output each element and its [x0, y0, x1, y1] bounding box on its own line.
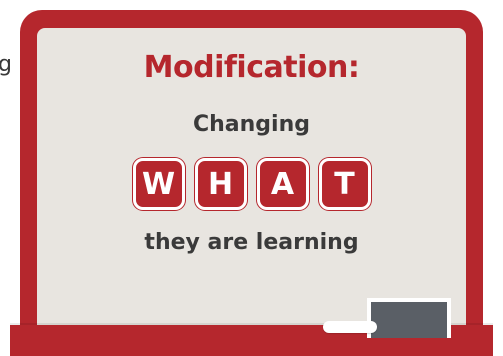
board-line-changing: Changing — [192, 112, 310, 137]
chalkboard-surface — [37, 28, 466, 330]
letter-tile-h: H — [194, 158, 247, 210]
letter-tile-w: W — [132, 158, 185, 210]
eraser-icon — [367, 298, 451, 338]
cutoff-text: g — [0, 52, 12, 77]
board-title: Modification: — [143, 50, 360, 85]
letter-tile-t: T — [318, 158, 371, 210]
letter-tile-a: A — [256, 158, 309, 210]
letter-tiles: W H A T — [37, 158, 466, 210]
chalk-icon — [323, 321, 377, 333]
cutoff-text-letter: g — [0, 52, 12, 77]
board-line-learning: they are learning — [144, 230, 359, 255]
